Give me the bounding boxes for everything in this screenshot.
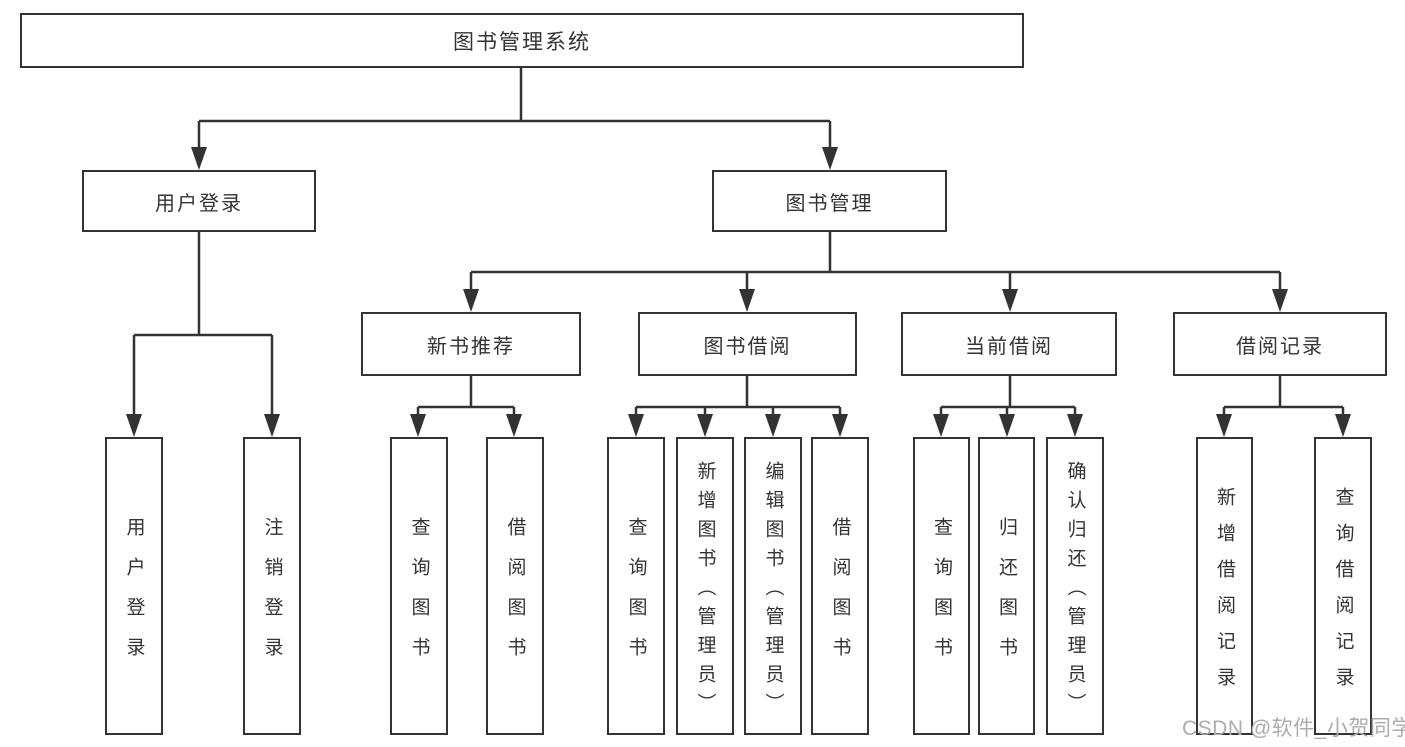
arrow-down-icon (191, 147, 207, 170)
node-label: 用户登录 (155, 192, 243, 215)
node-label: 用户登录 (123, 516, 145, 677)
csdn-watermark: CSDN @软件_小贺同学 (1182, 717, 1405, 740)
node-label: 借阅图书 (829, 516, 851, 677)
arrow-down-icon (999, 414, 1015, 437)
arrow-down-icon (739, 289, 755, 312)
node-label: 新增图书（管理员） (694, 460, 716, 722)
arrow-down-icon (463, 289, 479, 312)
node-current-borrowing: 当前借阅 (901, 312, 1117, 376)
arrow-down-icon (832, 414, 848, 437)
node-label: 借阅图书 (504, 516, 526, 677)
node-label: 确认归还（管理员） (1064, 460, 1086, 722)
node-user-login: 用户登录 (82, 170, 316, 232)
arrow-down-icon (765, 414, 781, 437)
node-label: 查询图书 (931, 516, 952, 677)
arrow-down-icon (1216, 414, 1232, 437)
node-new-book-recommend: 新书推荐 (361, 312, 581, 376)
arrow-down-icon (697, 414, 713, 437)
node-label: 查询图书 (625, 516, 647, 677)
arrow-down-icon (1067, 414, 1083, 437)
leaf-query-borrow-record: 查询借阅记录 (1314, 437, 1372, 735)
arrow-down-icon (628, 414, 644, 437)
node-label: 图书借阅 (703, 335, 792, 358)
node-label: 查询借阅记录 (1332, 486, 1354, 703)
node-label: 归还图书 (996, 516, 1017, 677)
node-book-management: 图书管理 (712, 170, 947, 232)
arrow-down-icon (126, 414, 142, 437)
arrow-down-icon (264, 414, 280, 437)
arrow-down-icon (822, 147, 838, 170)
leaf-edit-books-admin: 编辑图书（管理员） (744, 437, 802, 735)
node-label: 新书推荐 (427, 335, 515, 358)
leaf-add-books-admin: 新增图书（管理员） (676, 437, 734, 735)
node-label: 注销登录 (261, 516, 283, 677)
arrow-down-icon (1272, 289, 1288, 312)
node-label: 图书管理 (785, 192, 874, 215)
arrow-down-icon (410, 414, 426, 437)
node-borrowing-records: 借阅记录 (1173, 312, 1387, 376)
leaf-borrow-books-recommend: 借阅图书 (486, 437, 544, 735)
leaf-query-books-borrowing: 查询图书 (607, 437, 665, 735)
node-label: 借阅记录 (1236, 335, 1324, 358)
arrow-down-icon (506, 414, 522, 437)
arrow-down-icon (933, 414, 949, 437)
leaf-return-books: 归还图书 (978, 437, 1035, 735)
node-label: 编辑图书（管理员） (762, 460, 784, 722)
leaf-confirm-return-admin: 确认归还（管理员） (1046, 437, 1104, 735)
node-root-system: 图书管理系统 (20, 13, 1024, 68)
node-label: 图书管理系统 (453, 30, 591, 54)
leaf-query-books-current: 查询图书 (913, 437, 970, 735)
node-book-borrowing: 图书借阅 (638, 312, 857, 376)
node-label: 新增借阅记录 (1214, 486, 1235, 703)
arrow-down-icon (1335, 414, 1351, 437)
node-label: 当前借阅 (965, 335, 1053, 358)
leaf-borrow-books: 借阅图书 (811, 437, 869, 735)
leaf-add-borrow-record: 新增借阅记录 (1196, 437, 1253, 735)
arrow-down-icon (1002, 289, 1018, 312)
leaf-query-books-recommend: 查询图书 (390, 437, 448, 735)
node-label: 查询图书 (408, 516, 430, 677)
leaf-logout: 注销登录 (243, 437, 301, 735)
leaf-user-login: 用户登录 (105, 437, 163, 735)
